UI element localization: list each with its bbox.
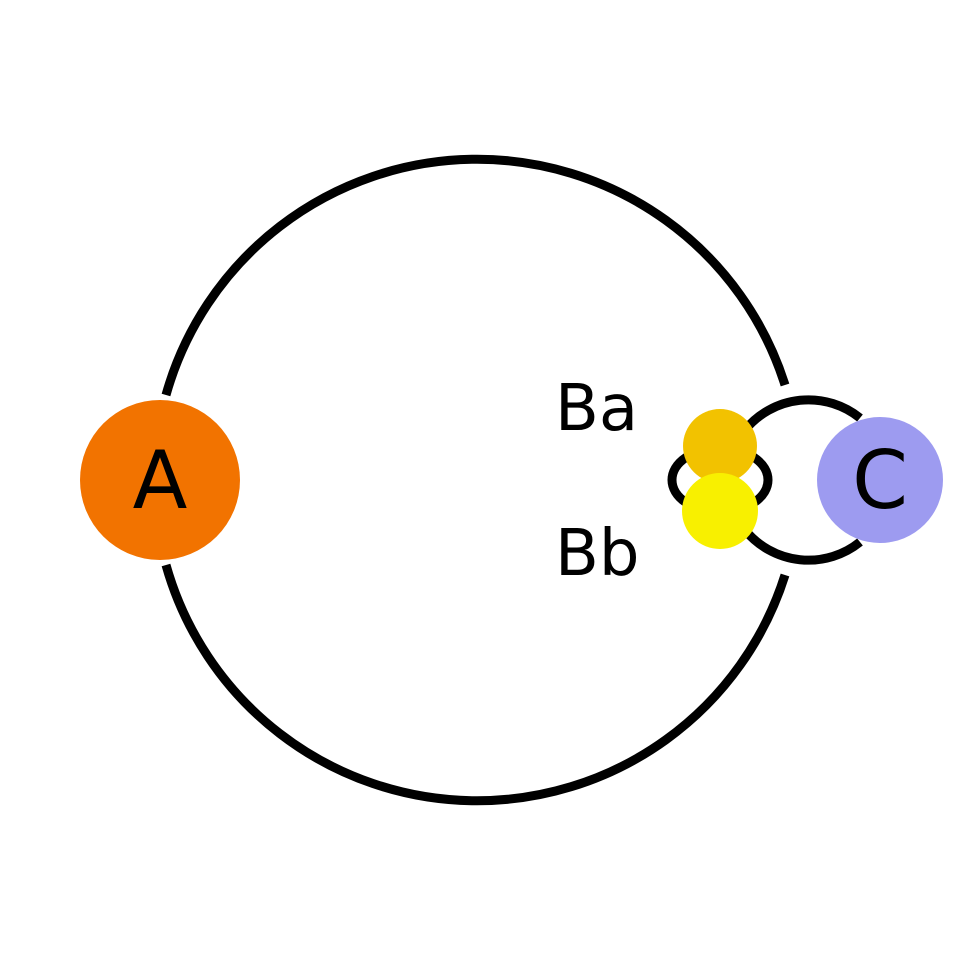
star-bb-label: Bb [555, 517, 640, 591]
inner-orbit-arc-upper [741, 395, 863, 433]
inner-orbit-arc-lower [741, 527, 863, 565]
star-bb [682, 473, 758, 549]
outer-orbit-arc-upper [161, 154, 790, 397]
star-c-label: C [852, 434, 908, 527]
star-ba-label: Ba [555, 372, 638, 446]
star-a-label: A [133, 434, 188, 527]
star-a [80, 400, 240, 560]
outer-orbit-arc-lower [161, 563, 790, 806]
star-ba [683, 409, 757, 483]
star-c [817, 417, 943, 543]
